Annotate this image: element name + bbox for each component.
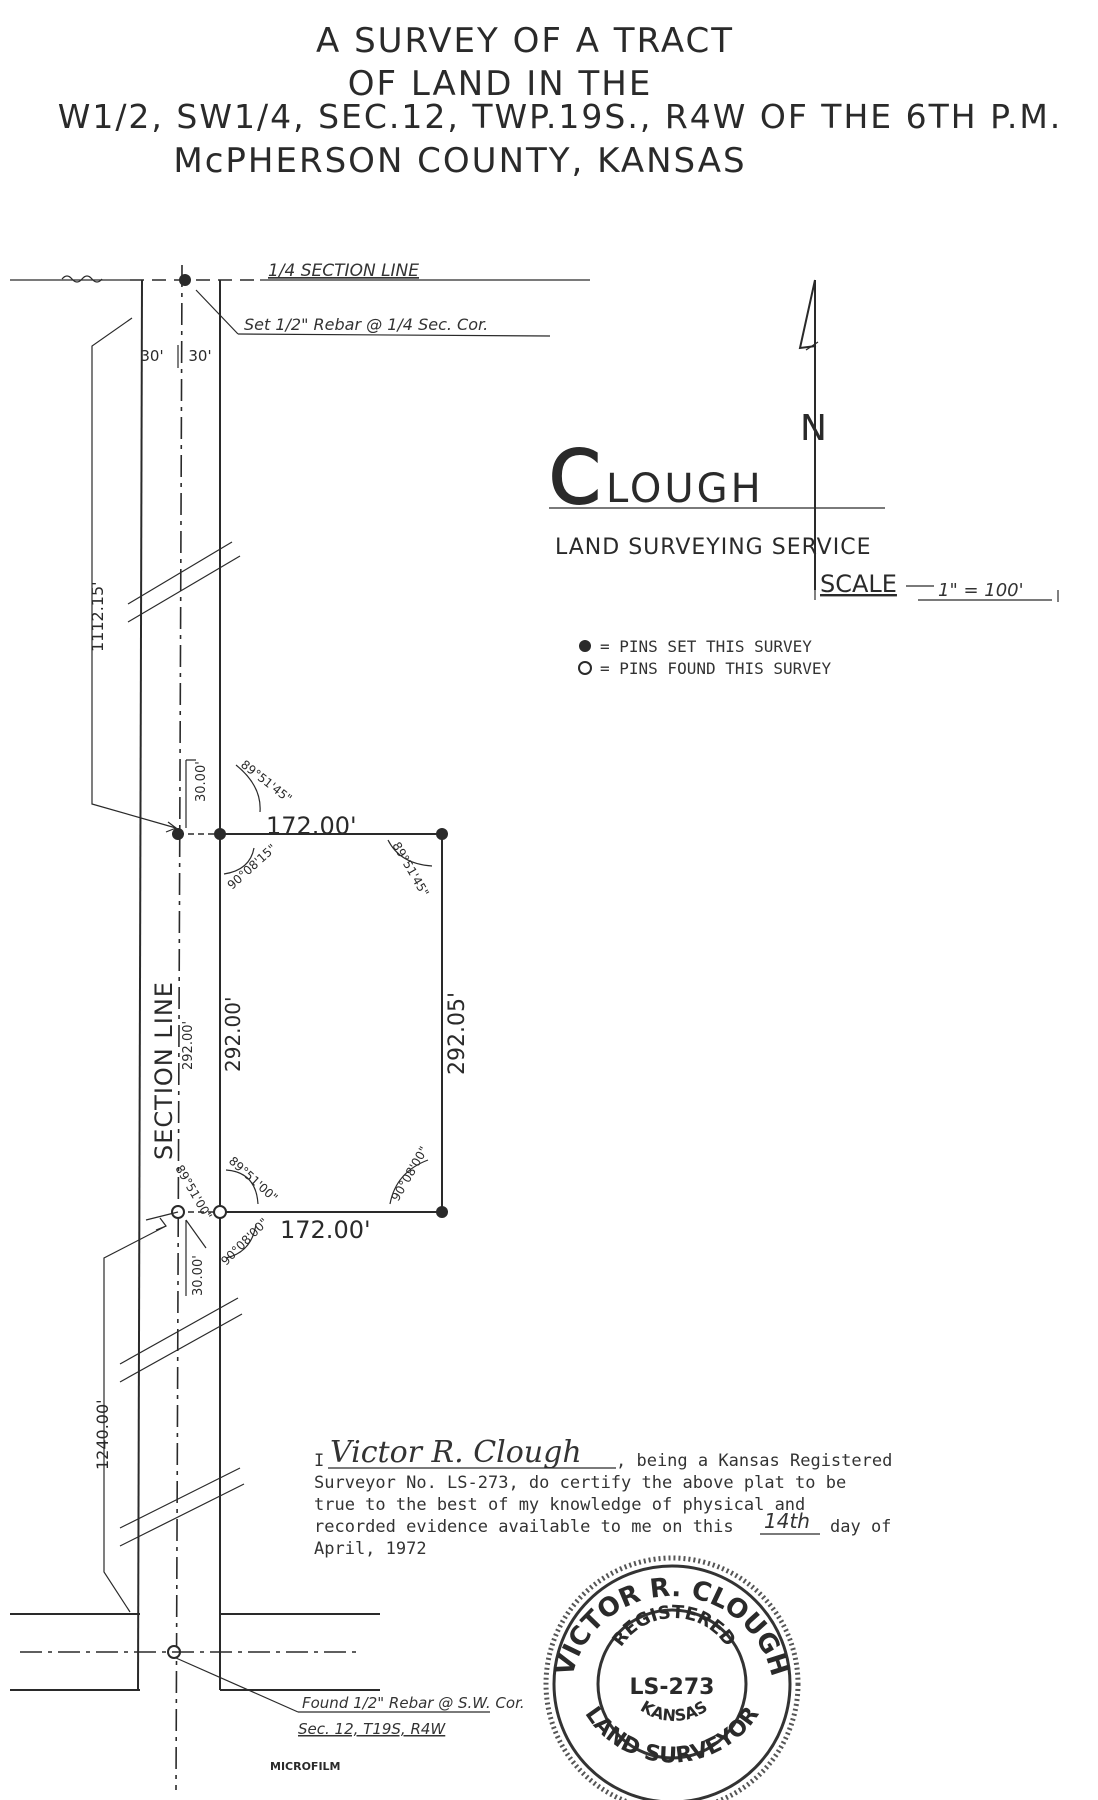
bottom-offset-label: 30.00' [191, 1255, 206, 1296]
legend-found-symbol-icon [578, 661, 592, 675]
tract-boundary [178, 833, 443, 1213]
quarter-section-line: 1/4 SECTION LINE [10, 261, 590, 283]
cert-line-3: true to the best of my knowledge of phys… [314, 1495, 805, 1515]
road-break-marks [119, 541, 245, 1547]
bottom-annotations: 89°51'00" 89°51'00" 90°08'00" 90°08'00" … [145, 1144, 431, 1296]
pin-set-ne-corner [436, 828, 448, 840]
legend-set-text: = PINS SET THIS SURVEY [600, 637, 812, 656]
scale-label: SCALE [820, 570, 897, 598]
north-tie-dimension: 1112.15' [88, 317, 178, 833]
company-name-rest: LOUGH [606, 466, 764, 512]
bottom-exterior-angle-label: 90°08'00" [218, 1215, 271, 1268]
cert-line-4-end: day of [830, 1517, 891, 1537]
cert-line-1: , being a Kansas Registered [616, 1451, 892, 1471]
surveyor-seal: VICTOR R. CLOUGH LAND SURVEYOR REGISTERE… [543, 1555, 801, 1800]
set-rebar-label: Set 1/2" Rebar @ 1/4 Sec. Cor. [244, 315, 488, 334]
pin-set-quarter-corner [179, 274, 191, 286]
pin-set-nw-corner [214, 828, 226, 840]
found-rebar-line-1: Found 1/2" Rebar @ S.W. Cor. [302, 1694, 525, 1712]
cert-prefix: I [314, 1451, 324, 1471]
company-initial: C [549, 435, 601, 521]
title-block: A SURVEY OF A TRACT OF LAND IN THE W1/2,… [58, 21, 1063, 181]
bottom-right-angle-label: 90°08'00" [388, 1144, 430, 1204]
legend-set-symbol-icon [579, 640, 591, 652]
road-right-width: 30' [188, 347, 211, 365]
quarter-section-line-label: 1/4 SECTION LINE [268, 261, 419, 281]
bottom-length-label: 172.00' [280, 1216, 371, 1244]
top-length-label: 172.00' [266, 812, 357, 840]
cert-line-2: Surveyor No. LS-273, do certify the abov… [314, 1473, 846, 1493]
top-angle-label: 89°51'45" [238, 757, 294, 805]
road-right-of-way: 30' 30' [137, 264, 221, 1791]
side-annotations: SECTION LINE 292.00' 292.00' 292.05' [150, 981, 470, 1160]
section-line-length: 292.00' [181, 1021, 196, 1070]
top-offset-label: 30.00' [194, 761, 209, 802]
set-rebar-note: Set 1/2" Rebar @ 1/4 Sec. Cor. [195, 289, 551, 337]
seal-number: LS-273 [630, 1675, 715, 1700]
cert-line-4-start: recorded evidence available to me on thi… [314, 1517, 734, 1537]
title-line-3: W1/2, SW1/4, SEC.12, TWP.19S., R4W OF TH… [58, 97, 1063, 136]
south-tie-dimension: 1240.00' [93, 1217, 167, 1613]
legend-found-text: = PINS FOUND THIS SURVEY [600, 659, 832, 678]
pin-set-nw-offset [172, 828, 184, 840]
top-right-angle-label: 89°51'45" [389, 840, 431, 900]
south-tie-label: 1240.00' [93, 1399, 112, 1470]
west-length-label: 292.00' [221, 997, 245, 1072]
legend: = PINS SET THIS SURVEY = PINS FOUND THIS… [578, 637, 832, 678]
pin-found-sw-corner [213, 1205, 227, 1219]
east-length-label: 292.05' [445, 992, 470, 1075]
north-tie-label: 1112.15' [88, 581, 107, 652]
top-annotations: 30.00' 89°51'45" 172.00' 90°08'15" 89°51… [185, 757, 433, 900]
section-line-label: SECTION LINE [150, 981, 178, 1160]
top-left-interior-label: 90°08'15" [225, 841, 279, 892]
company-block: C LOUGH LAND SURVEYING SERVICE SCALE 1" … [548, 434, 1059, 602]
certificate: I Victor R. Clough , being a Kansas Regi… [314, 1435, 892, 1559]
cert-signature: Victor R. Clough [330, 1435, 582, 1470]
south-road: Found 1/2" Rebar @ S.W. Cor. Sec. 12, T1… [10, 1613, 525, 1773]
microfilm-stamp: MICROFILM [270, 1760, 341, 1773]
seal-state: KANSAS [637, 1697, 710, 1725]
found-rebar-line-2: Sec. 12, T19S, R4W [298, 1720, 446, 1738]
title-line-1: A SURVEY OF A TRACT [316, 21, 734, 61]
north-arrow: N [798, 279, 827, 590]
north-letter: N [800, 408, 827, 449]
title-line-2: OF LAND IN THE [348, 64, 653, 104]
cert-day: 14th [764, 1509, 810, 1533]
road-left-width: 30' [140, 347, 163, 365]
break-symbol-icon [61, 275, 103, 283]
company-service: LAND SURVEYING SERVICE [555, 535, 871, 560]
bottom-left-angle-label: 89°51'00" [226, 1154, 280, 1205]
cert-line-5: April, 1972 [314, 1539, 427, 1559]
scale-value: 1" = 100' [938, 580, 1024, 601]
title-line-4: McPHERSON COUNTY, KANSAS [173, 141, 746, 181]
svg-text:KANSAS: KANSAS [637, 1697, 710, 1725]
pin-set-se-corner [436, 1206, 448, 1218]
